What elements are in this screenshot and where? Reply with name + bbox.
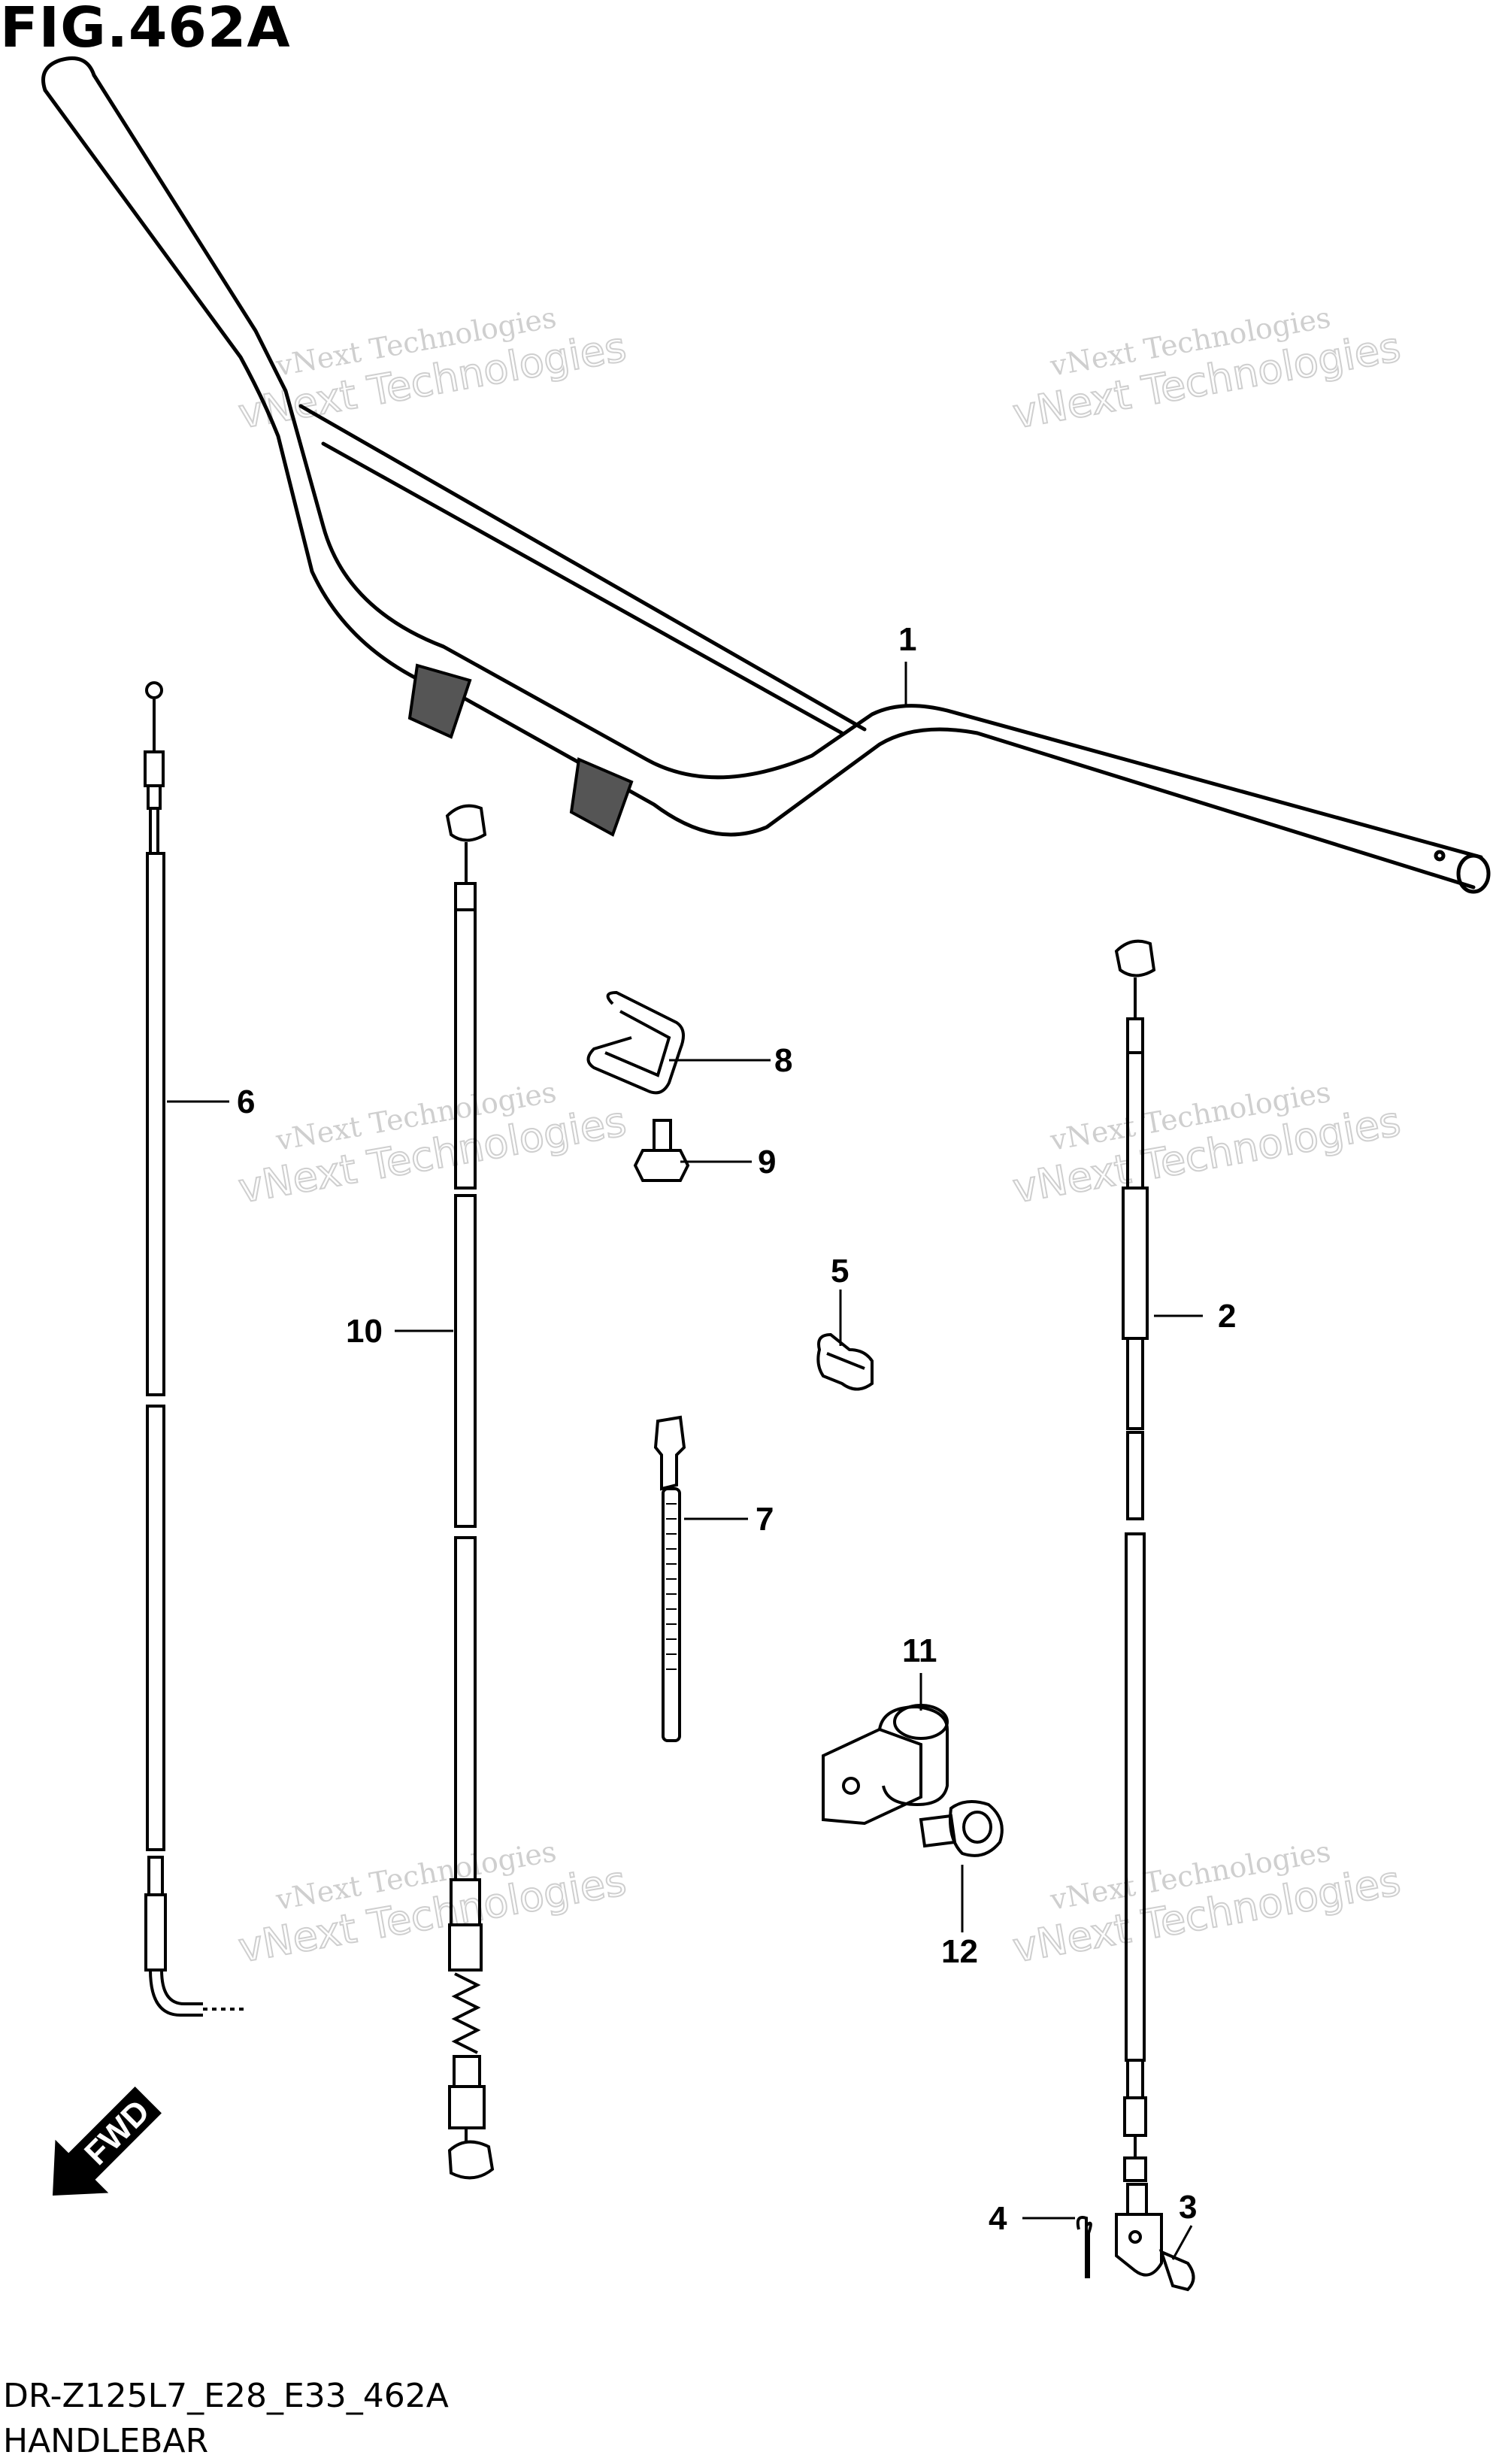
brake-clevis-part (1115, 2213, 1195, 2292)
leader-lines (167, 662, 1203, 2260)
watermarks: vNext Technologies vNext Technologies vN… (235, 301, 1405, 1972)
callout-5: 5 (831, 1253, 849, 1290)
bracket-bolt-part (919, 1800, 1004, 1857)
callout-3: 3 (1179, 2189, 1197, 2226)
watermark: vNext Technologies vNext Technologies (235, 1075, 631, 1213)
callout-10: 10 (346, 1313, 383, 1350)
wire-clamp-part (586, 990, 685, 1095)
callout-4: 4 (989, 2200, 1007, 2237)
callout-9: 9 (758, 1144, 776, 1180)
watermark: vNext Technologies vNext Technologies (235, 301, 631, 438)
clutch-cable-part (445, 804, 495, 2180)
watermark: vNext Technologies vNext Technologies (235, 1835, 631, 1972)
cable-tie-part (653, 1415, 686, 1742)
watermark: vNext Technologies vNext Technologies (1009, 301, 1405, 438)
figure-title: FIG.462A (0, 0, 291, 60)
callout-11: 11 (902, 1632, 937, 1669)
callout-1: 1 (898, 621, 916, 658)
callout-6: 6 (237, 1083, 255, 1120)
watermark: vNext Technologies vNext Technologies (1009, 1835, 1405, 1972)
callout-2: 2 (1218, 1298, 1236, 1335)
handlebar-part (41, 56, 1491, 894)
handlebar-grip-knurl (407, 663, 634, 837)
throttle-cable-part (144, 681, 244, 2017)
callout-7: 7 (756, 1501, 774, 1538)
callout-8: 8 (774, 1042, 792, 1079)
clamp-bolt-part (633, 1119, 690, 1182)
cable-guide-part (816, 1332, 874, 1391)
brake-cable-part (1114, 939, 1156, 2216)
forward-arrow-icon: FWD (53, 2087, 162, 2196)
cotter-pin-part (1076, 2216, 1092, 2278)
watermark: vNext Technologies vNext Technologies (1009, 1075, 1405, 1213)
section-name: HANDLEBAR (3, 2422, 209, 2460)
bracket-part (822, 1704, 949, 1826)
model-code: DR-Z125L7_E28_E33_462A (3, 2377, 449, 2415)
callout-12: 12 (941, 1933, 978, 1970)
callouts: 1 2 3 4 5 6 7 8 9 10 11 12 (237, 621, 1236, 2237)
